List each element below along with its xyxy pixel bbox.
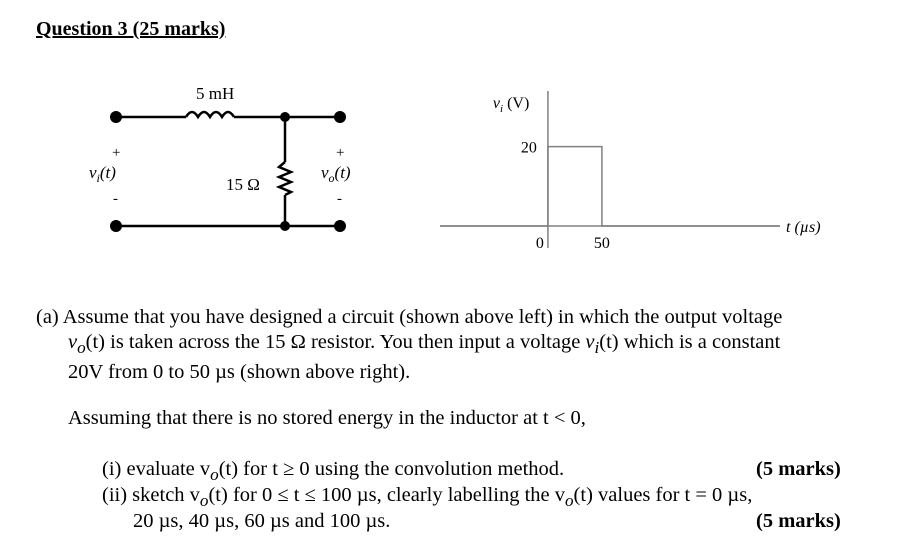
output-terminal-bottom bbox=[334, 220, 346, 232]
node-bottom bbox=[280, 221, 290, 231]
resistor-symbol bbox=[275, 161, 295, 197]
x-axis-label: t (µs) bbox=[786, 219, 821, 236]
part-a-paragraph: (a) Assume that you have designed a circ… bbox=[36, 305, 876, 385]
output-minus: - bbox=[337, 191, 342, 207]
y-tick-label: 20 bbox=[521, 140, 537, 157]
input-waveform-chart: vi (V) t (µs) 0 50 20 bbox=[440, 91, 821, 252]
inductor-symbol bbox=[184, 110, 236, 120]
subpart-i-marks: (5 marks) bbox=[756, 458, 841, 480]
part-a-line3: 20V from 0 to 50 µs (shown above right). bbox=[68, 361, 411, 384]
part-a-line1: (a) Assume that you have designed a circ… bbox=[36, 306, 783, 328]
subpart-ii-marks: (5 marks) bbox=[756, 510, 841, 532]
input-terminal-top bbox=[110, 111, 122, 123]
x-tick-label: 50 bbox=[594, 235, 610, 252]
subpart-ii-line2: 20 µs, 40 µs, 60 µs and 100 µs. bbox=[133, 510, 391, 532]
input-plus: + bbox=[112, 145, 120, 161]
y-axis-label: vi (V) bbox=[493, 95, 529, 115]
question-title: Question 3 (25 marks) bbox=[36, 18, 226, 40]
circuit-diagram: 5 mH 15 Ω + vi(t) - + vo(t) - bbox=[89, 84, 351, 232]
part-a-line2: vo(t) is taken across the 15 Ω resistor.… bbox=[68, 331, 781, 358]
output-terminal-top bbox=[334, 111, 346, 123]
subpart-i: (i) evaluate vo(t) for t ≥ 0 using the c… bbox=[102, 458, 565, 485]
output-voltage-label: vo(t) bbox=[321, 163, 351, 185]
input-voltage-label: vi(t) bbox=[89, 163, 116, 185]
resistor-label: 15 Ω bbox=[226, 175, 260, 194]
input-minus: - bbox=[113, 191, 118, 207]
input-terminal-bottom bbox=[110, 220, 122, 232]
assumption-text: Assuming that there is no stored energy … bbox=[68, 407, 586, 429]
subpart-ii: (ii) sketch vo(t) for 0 ≤ t ≤ 100 µs, cl… bbox=[102, 484, 753, 511]
series-line bbox=[440, 145, 780, 227]
x-tick-label: 0 bbox=[536, 235, 544, 252]
node-top bbox=[280, 112, 290, 122]
output-plus: + bbox=[336, 145, 344, 161]
inductor-label: 5 mH bbox=[196, 84, 234, 103]
